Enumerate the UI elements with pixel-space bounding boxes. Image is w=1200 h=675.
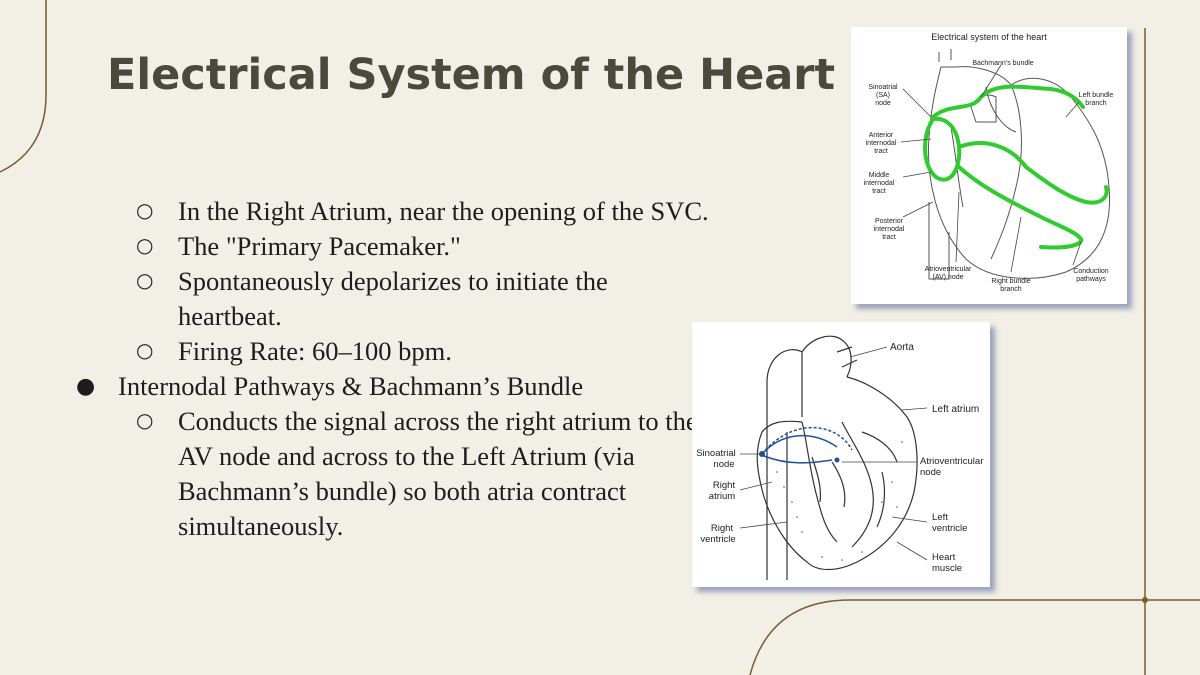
hollow-bullet-icon: ○ bbox=[136, 338, 154, 362]
bottom-curve bbox=[749, 599, 1200, 675]
hollow-bullet-icon: ○ bbox=[136, 268, 154, 292]
list-item: ○In the Right Atrium, near the opening o… bbox=[70, 194, 710, 229]
top-left-curve bbox=[0, 0, 47, 173]
heart-anatomy-diagram: Aorta Left atrium Sinoatrial node Right … bbox=[692, 322, 990, 587]
label-left-ventricle: ventricle bbox=[932, 523, 967, 534]
label-sinoatrial: Sinoatrial bbox=[696, 448, 736, 459]
sa-to-av-arrow bbox=[761, 435, 838, 455]
label-posterior: Posterior bbox=[875, 218, 904, 225]
label-anterior: tract bbox=[874, 148, 888, 155]
label-heart-muscle: muscle bbox=[932, 563, 962, 574]
sa-to-la-arrow bbox=[761, 426, 853, 455]
label-conduction: pathways bbox=[1076, 276, 1106, 283]
slide-title: Electrical System of the Heart bbox=[107, 50, 836, 100]
electrical-system-diagram: Electrical system of the heart Bachmann’… bbox=[851, 27, 1127, 304]
label-av-node: Atrioventricular bbox=[925, 266, 972, 273]
label-anterior: internodal bbox=[866, 140, 897, 147]
av-node-dot bbox=[834, 457, 840, 463]
figure1-title: Electrical system of the heart bbox=[931, 32, 1047, 42]
label-right-bundle: branch bbox=[1000, 286, 1022, 293]
label-sa: (SA) bbox=[876, 92, 890, 99]
label-right-ventricle: Right bbox=[711, 523, 734, 534]
left-bundle-pathway bbox=[957, 141, 1109, 205]
label-sinoatrial: node bbox=[713, 459, 734, 470]
heart-outline bbox=[928, 49, 1111, 280]
label-right-ventricle: ventricle bbox=[700, 534, 735, 545]
label-aorta: Aorta bbox=[890, 342, 914, 353]
internodal-arrow bbox=[763, 455, 833, 464]
conduction-pathways bbox=[923, 84, 1109, 250]
label-right-atrium: Right bbox=[713, 480, 736, 491]
bullet-list: ○In the Right Atrium, near the opening o… bbox=[70, 194, 710, 544]
label-left-bundle: branch bbox=[1085, 100, 1107, 107]
label-anterior: Anterior bbox=[869, 132, 894, 139]
right-bundle-pathway bbox=[957, 165, 1084, 250]
label-av-node: (AV) node bbox=[933, 274, 964, 281]
list-item: ○Conducts the signal across the right at… bbox=[70, 404, 710, 544]
label-heart-muscle: Heart bbox=[932, 552, 956, 563]
list-item: ○Firing Rate: 60–100 bpm. bbox=[70, 334, 710, 369]
list-item: ○The "Primary Pacemaker." bbox=[70, 229, 710, 264]
hollow-bullet-icon: ○ bbox=[136, 408, 154, 432]
bachmann-pathway bbox=[931, 84, 1085, 119]
label-right-atrium: atrium bbox=[709, 491, 735, 502]
heart-drawing bbox=[756, 335, 918, 580]
label-right-bundle: Right bundle bbox=[991, 278, 1030, 285]
leader-lines bbox=[900, 64, 1082, 273]
filled-bullet-icon: ● bbox=[76, 374, 96, 399]
label-middle: Middle bbox=[869, 172, 890, 179]
label-posterior: tract bbox=[882, 234, 896, 241]
label-posterior: internodal bbox=[874, 226, 905, 233]
label-middle: internodal bbox=[864, 180, 895, 187]
leader-lines bbox=[739, 346, 928, 561]
internodal-loop bbox=[923, 116, 962, 182]
label-left-ventricle: Left bbox=[932, 512, 948, 523]
hollow-bullet-icon: ○ bbox=[136, 198, 154, 222]
label-left-bundle: Left bundle bbox=[1079, 92, 1114, 99]
heart-muscle-stipple bbox=[776, 441, 903, 561]
label-left-atrium: Left atrium bbox=[932, 404, 979, 415]
hollow-bullet-icon: ○ bbox=[136, 233, 154, 257]
label-middle: tract bbox=[872, 188, 886, 195]
label-sa: Sinoatrial bbox=[868, 84, 898, 91]
label-sa: node bbox=[875, 100, 891, 107]
conduction-arrows bbox=[761, 426, 853, 464]
label-conduction: Conduction bbox=[1073, 268, 1109, 275]
label-bachmann: Bachmann’s bundle bbox=[972, 60, 1033, 67]
list-item: ●Internodal Pathways & Bachmann’s Bundle bbox=[70, 369, 710, 404]
label-av-node: node bbox=[920, 467, 941, 478]
label-av-node: Atrioventricular bbox=[920, 456, 983, 467]
line-dot bbox=[1142, 597, 1148, 603]
list-item: ○Spontaneously depolarizes to initiate t… bbox=[70, 264, 710, 334]
sa-node-dot bbox=[759, 451, 765, 457]
